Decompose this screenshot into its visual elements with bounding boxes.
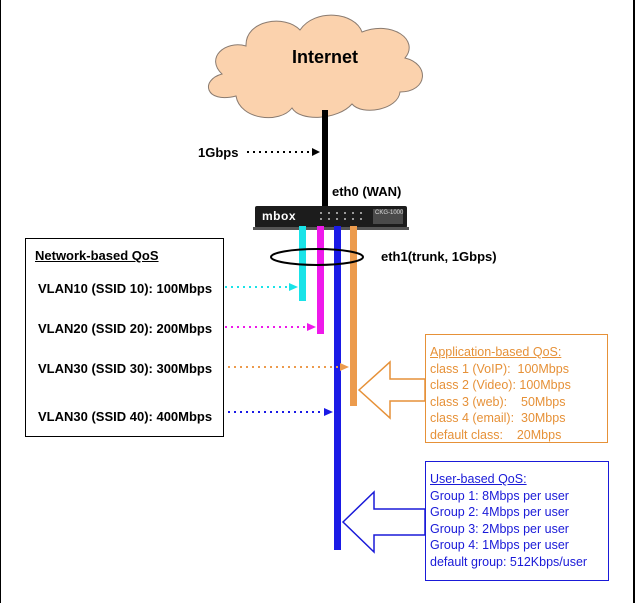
vlan40-label: VLAN30 (SSID 40): 400Mbps — [38, 409, 213, 424]
vlan10-bar — [299, 226, 306, 301]
status-leds — [320, 212, 362, 220]
vlan30-label: VLAN30 (SSID 30): 300Mbps — [38, 361, 213, 376]
user-default-group: default group: 512Kbps/user — [430, 554, 588, 569]
vlan30-arrow — [228, 363, 349, 371]
vlan10-arrow — [225, 283, 298, 291]
mbox-logo: mbox — [262, 209, 297, 223]
vlan20-arrow — [225, 323, 316, 331]
user-group-2: Group 2: 4Mbps per user — [430, 505, 569, 519]
user-qos-title: User-based QoS: — [430, 472, 527, 486]
application-class-4: class 4 (email): 30Mbps — [430, 411, 566, 425]
network-qos-box: Network-based QoS VLAN10 (SSID 10): 100M… — [25, 238, 224, 437]
vlan20-label: VLAN20 (SSID 20): 200Mbps — [38, 321, 213, 336]
application-class-2: class 2 (Video): 100Mbps — [430, 378, 571, 392]
mbox-device — [253, 206, 409, 230]
application-qos-arrow — [357, 360, 426, 420]
user-group-4: Group 4: 1Mbps per user — [430, 538, 569, 552]
internet-label: Internet — [292, 47, 359, 67]
vlan20-bar — [317, 226, 324, 334]
user-qos-arrow — [341, 490, 426, 554]
user-qos-box: User-based QoS: Group 1: 8Mbps per user … — [425, 461, 609, 581]
application-class-3: class 3 (web): 50Mbps — [430, 394, 566, 409]
application-class-1: class 1 (VoIP): 100Mbps — [430, 361, 569, 376]
application-default-class: default class: 20Mbps — [430, 427, 562, 442]
eth0-label: eth0 (WAN) — [332, 184, 402, 199]
application-qos-title: Application-based QoS: — [430, 345, 562, 359]
internet-cloud — [208, 14, 423, 119]
wan-speed-label: 1Gbps — [198, 145, 239, 160]
device-model-label: CKG-1000 — [375, 210, 404, 216]
application-qos-box: Application-based QoS: class 1 (VoIP): 1… — [425, 334, 608, 443]
user-group-3: Group 3: 2Mbps per user — [430, 521, 569, 536]
trunk-ellipse — [270, 248, 364, 266]
network-qos-title: Network-based QoS — [35, 248, 159, 263]
user-group-1: Group 1: 8Mbps per user — [430, 488, 569, 503]
model-plate — [373, 209, 403, 224]
vlan10-label: VLAN10 (SSID 10): 100Mbps — [38, 281, 213, 296]
vlan40-bar — [350, 226, 357, 406]
vlan40-arrow — [228, 408, 333, 416]
wan-speed-arrowhead — [312, 148, 320, 156]
vlan30-bar — [334, 226, 341, 550]
eth1-label: eth1(trunk, 1Gbps) — [381, 249, 497, 264]
